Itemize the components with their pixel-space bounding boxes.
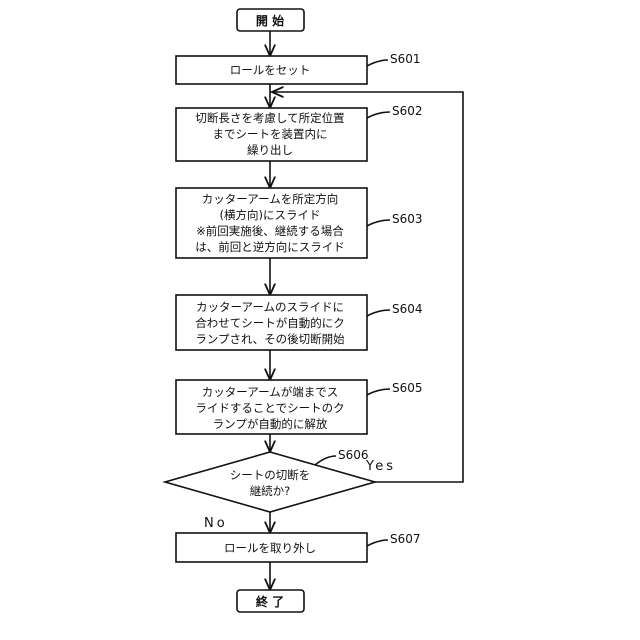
leader-s603: [367, 220, 390, 226]
step-text-s604-line1: カッターアームのスライドに: [196, 300, 344, 314]
branch-label-no: No: [204, 516, 228, 531]
step-text-s603-line4: は、前回と逆方向にスライド: [195, 240, 345, 254]
decision-text-line2: 継続か?: [250, 484, 291, 498]
end-label: 終 了: [256, 594, 284, 609]
step-text-s605-line3: ランプが自動的に解放: [213, 417, 328, 431]
branch-label-yes: Yes: [365, 459, 396, 474]
process-step-s601: ロールをセット S601: [176, 52, 421, 84]
step-text-s605-line2: ライドすることでシートのク: [195, 401, 344, 415]
step-id-s604: S604: [392, 302, 423, 316]
step-text-s603-line1: カッターアームを所定方向: [202, 192, 339, 206]
step-id-s601: S601: [390, 52, 421, 66]
step-id-s606: S606: [338, 448, 369, 462]
step-text-s603-line2: (横方向)にスライド: [220, 208, 321, 222]
process-step-s605: カッターアームが端までス ライドすることでシートのク ランプが自動的に解放 S6…: [176, 380, 423, 434]
leader-s607: [367, 540, 388, 546]
step-text-s604-line3: ランプされ、その後切断開始: [195, 332, 345, 346]
start-label: 開 始: [256, 13, 284, 28]
step-id-s602: S602: [392, 104, 423, 118]
process-step-s607: ロールを取り外し S607: [176, 532, 421, 562]
step-id-s607: S607: [390, 532, 421, 546]
step-text-s604-line2: 合わせてシートが自動的にク: [195, 316, 345, 330]
leader-s605: [367, 389, 390, 395]
step-text-s605-line1: カッターアームが端までス: [202, 385, 339, 399]
leader-s606: [315, 456, 336, 465]
decision-text-line1: シートの切断を: [230, 468, 311, 482]
step-id-s603: S603: [392, 212, 423, 226]
step-text-s602-line2: までシートを装置内に: [213, 127, 328, 141]
step-text-s601: ロールをセット: [230, 63, 311, 77]
start-terminal: 開 始: [237, 9, 304, 31]
end-terminal: 終 了: [237, 590, 304, 612]
leader-s601: [367, 60, 388, 66]
step-text-s602-line1: 切断長さを考慮して所定位置: [195, 111, 344, 125]
step-id-s605: S605: [392, 381, 423, 395]
process-step-s604: カッターアームのスライドに 合わせてシートが自動的にク ランプされ、その後切断開…: [176, 295, 423, 350]
leader-s604: [367, 310, 390, 316]
step-text-s603-line3: ※前回実施後、継続する場合: [196, 224, 344, 238]
process-step-s603: カッターアームを所定方向 (横方向)にスライド ※前回実施後、継続する場合 は、…: [176, 188, 423, 258]
step-text-s607: ロールを取り外し: [224, 541, 316, 555]
leader-s602: [367, 112, 390, 118]
decision-s606: シートの切断を 継続か? S606 Yes No: [165, 448, 396, 531]
step-text-s602-line3: 繰り出し: [247, 143, 293, 157]
